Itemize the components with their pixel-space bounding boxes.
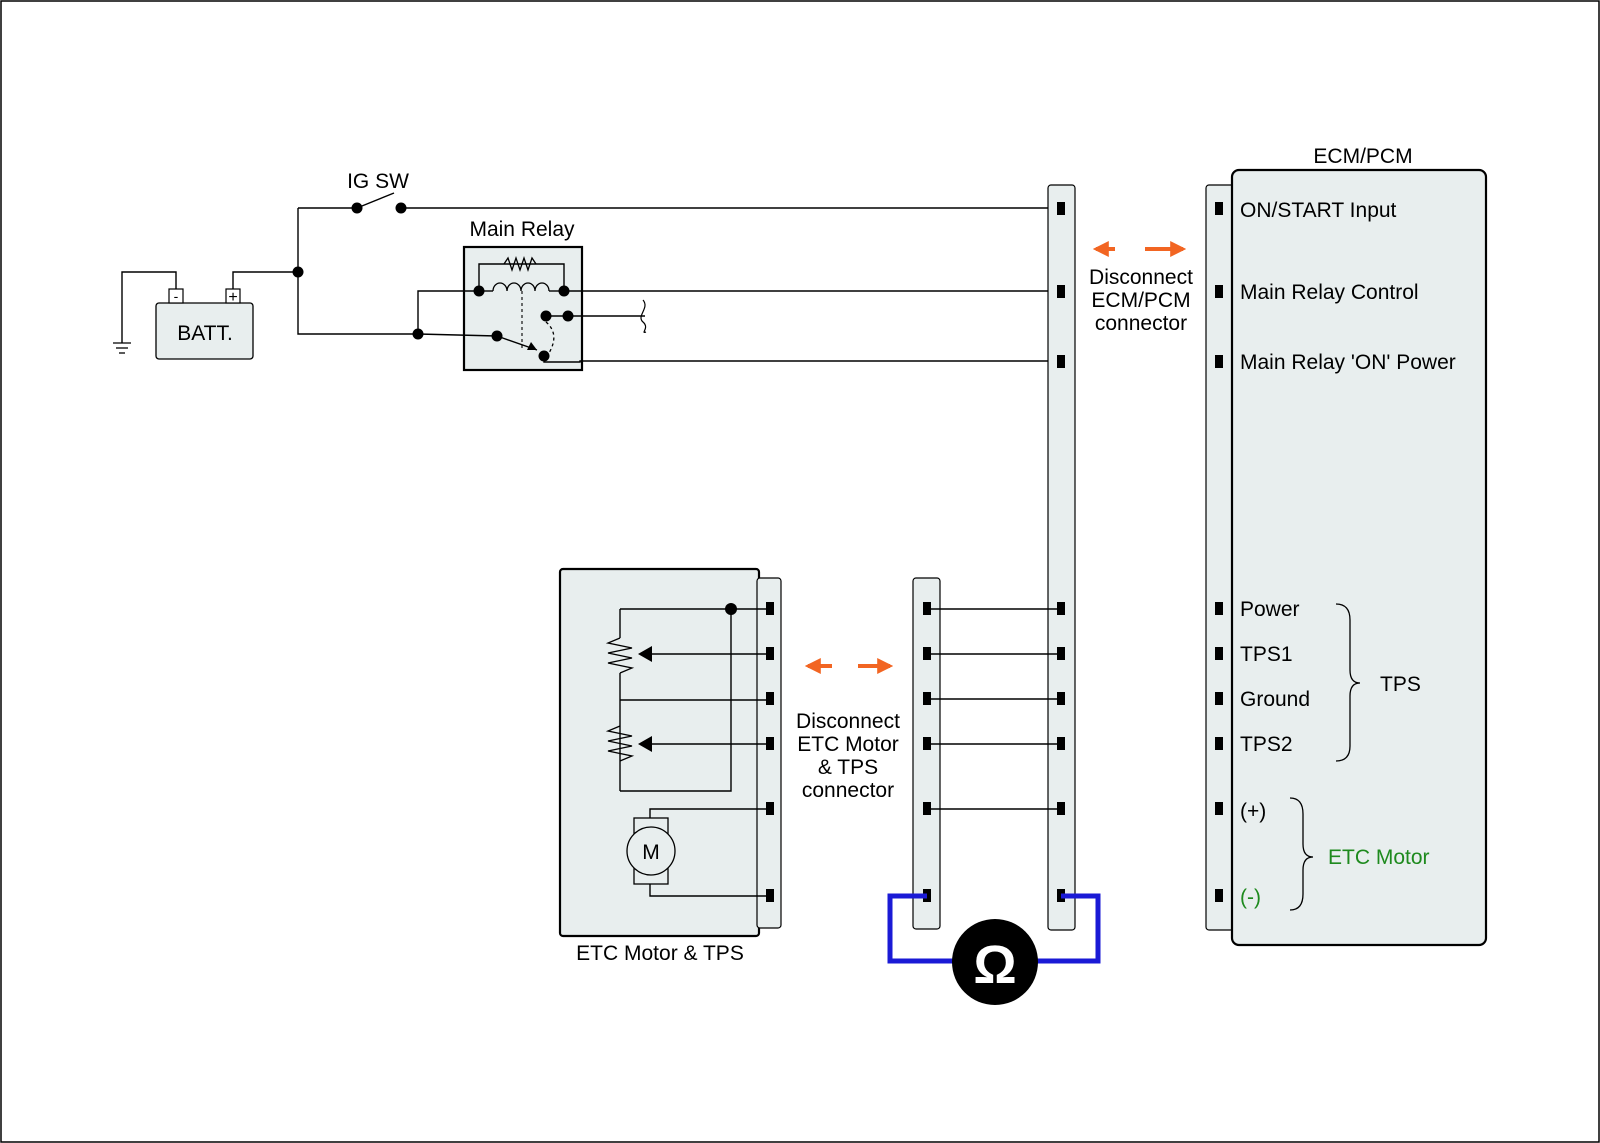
meter-lead-left	[887, 893, 960, 964]
wire-break-icon	[640, 299, 647, 333]
tps2-resistor-icon	[605, 725, 635, 762]
disconnect-etc-line-3: & TPS	[818, 756, 878, 779]
disconnect-etc-line-4: connector	[802, 779, 894, 802]
etc-motor-tps-label: ETC Motor & TPS	[576, 942, 744, 965]
ground-symbol-icon	[113, 342, 131, 354]
ecm-pcm-module: ECM/PCM ON/START Input Main Relay Contro…	[1205, 145, 1488, 947]
ecm-pin-main-relay-on-power: Main Relay 'ON' Power	[1240, 351, 1456, 374]
disconnect-ecm-line-3: connector	[1095, 312, 1187, 335]
disconnect-etc-line-2: ETC Motor	[797, 733, 899, 756]
meter-lead-right	[1030, 893, 1101, 964]
ohmmeter: Ω	[887, 893, 1101, 1005]
battery-positive-sign: +	[228, 289, 237, 306]
battery-negative-sign: -	[174, 288, 179, 304]
battery: - + BATT.	[155, 288, 254, 360]
disconnect-etc-note: Disconnect ETC Motor & TPS connector	[796, 658, 900, 802]
tps1-resistor-icon	[605, 637, 635, 674]
etc-motor-tps-component: M ETC Motor & TPS	[558, 567, 782, 965]
disconnect-etc-line-1: Disconnect	[796, 710, 900, 733]
ecm-pcm-title: ECM/PCM	[1313, 145, 1412, 168]
ecm-body	[1230, 168, 1488, 947]
ignition-switch: IG SW	[298, 170, 1061, 214]
harness-connector-etc-side	[912, 577, 941, 930]
ecm-pin-power: Power	[1240, 598, 1300, 621]
harness-wires	[931, 608, 1057, 810]
ecm-pin-motor-neg: (-)	[1240, 886, 1261, 909]
ig-sw-label: IG SW	[347, 170, 409, 193]
ecm-pin-motor-pos: (+)	[1240, 800, 1266, 823]
etc-motor-brace-icon	[1289, 797, 1314, 911]
disconnect-ecm-line-1: Disconnect	[1089, 266, 1193, 289]
relay-coil-icon	[492, 282, 550, 292]
ecm-pin-tps1: TPS1	[1240, 643, 1293, 666]
ecm-pin-tps2: TPS2	[1240, 733, 1293, 756]
tps-brace-icon	[1335, 603, 1361, 762]
disconnect-ecm-pcm-note: Disconnect ECM/PCM connector	[1089, 241, 1193, 335]
ecm-pin-on-start-input: ON/START Input	[1240, 199, 1397, 222]
ecm-pin-main-relay-control: Main Relay Control	[1240, 281, 1419, 304]
tps1-wiper-arrow-icon	[638, 646, 652, 662]
battery-label: BATT.	[177, 322, 233, 345]
ohm-symbol: Ω	[973, 935, 1016, 995]
motor-symbol-label: M	[642, 841, 660, 864]
etc-pins	[766, 602, 774, 902]
tps2-wiper-arrow-icon	[638, 736, 652, 752]
ecm-pins	[1215, 202, 1223, 902]
motor-icon	[626, 826, 676, 876]
etc-connector-strip	[756, 577, 782, 929]
disconnect-ecm-line-2: ECM/PCM	[1091, 289, 1190, 312]
ohmmeter-icon	[952, 919, 1038, 1005]
etc-motor-group-label: ETC Motor	[1328, 846, 1430, 869]
main-relay-label: Main Relay	[469, 218, 575, 241]
tps-group-label: TPS	[1380, 673, 1421, 696]
main-relay: Main Relay	[462, 218, 584, 372]
ecm-pin-ground: Ground	[1240, 688, 1310, 711]
relay-resistor-icon	[503, 255, 537, 273]
